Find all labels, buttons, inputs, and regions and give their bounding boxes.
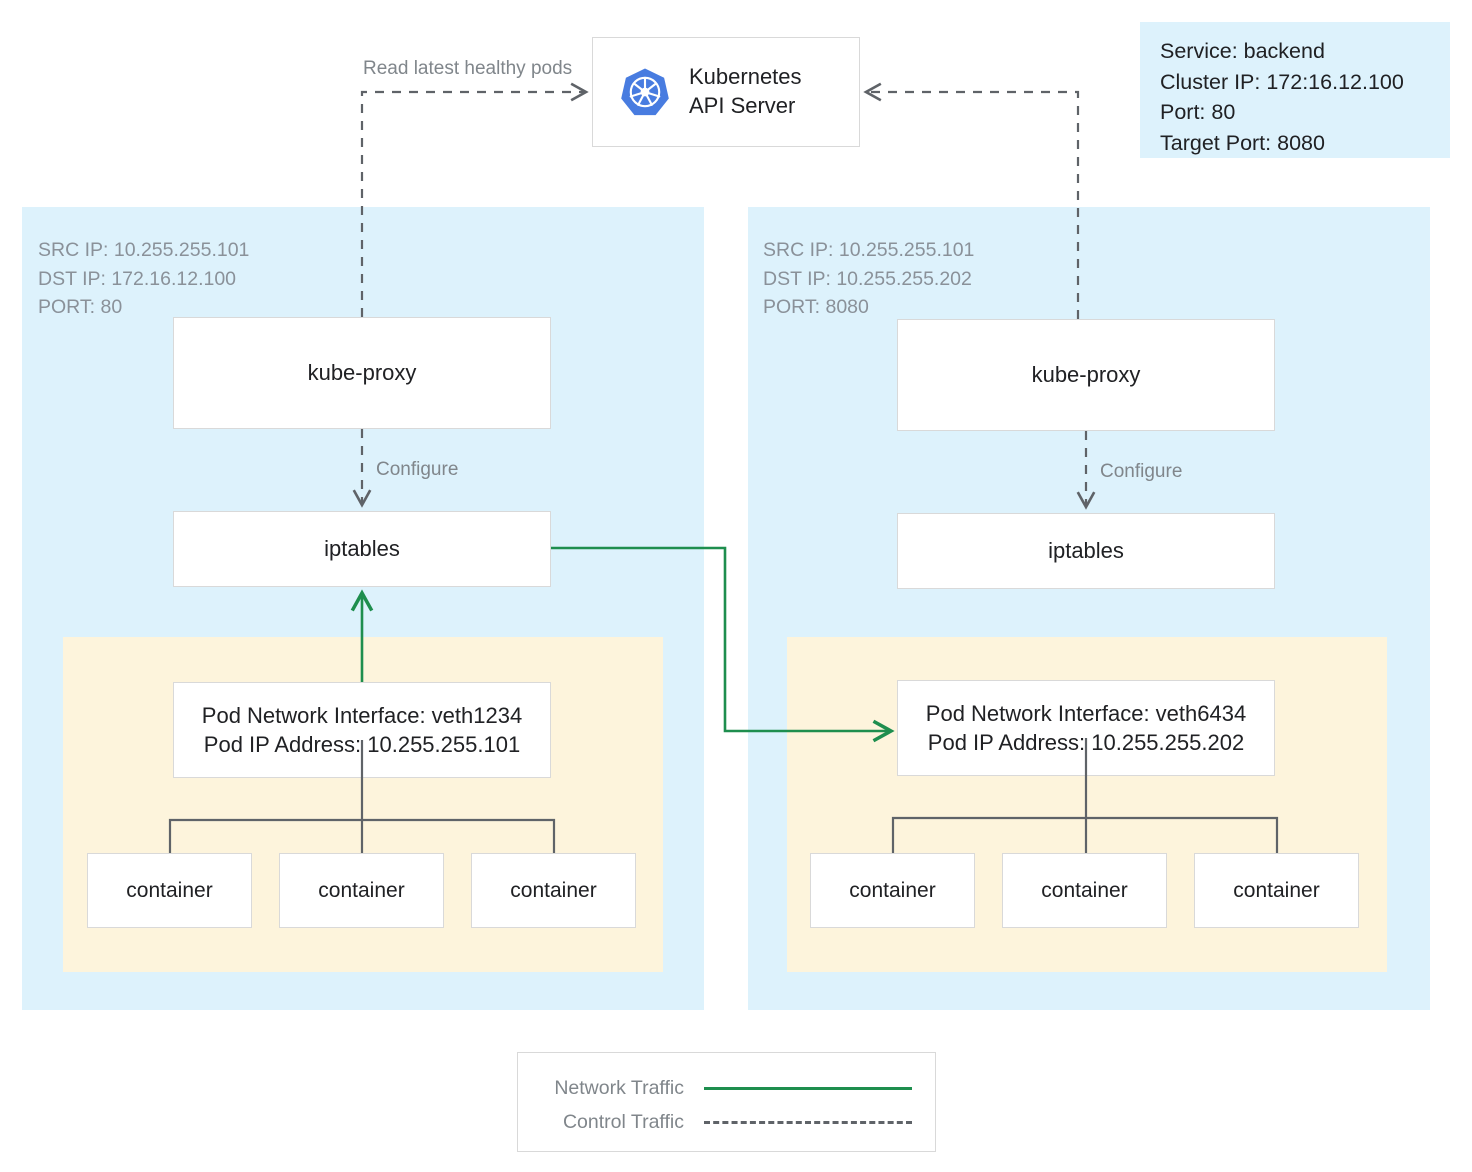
legend-box: Network Traffic Control Traffic — [517, 1052, 936, 1152]
kube-proxy-box-left[interactable]: kube-proxy — [173, 317, 551, 429]
pod-network-interface-label-left: Pod Network Interface: veth1234 Pod IP A… — [201, 702, 523, 757]
kubernetes-logo-icon — [619, 66, 671, 118]
iptables-box-left[interactable]: iptables — [173, 511, 551, 587]
legend-label-network-traffic: Network Traffic — [554, 1077, 684, 1099]
container-label: container — [1233, 878, 1320, 902]
container-box[interactable]: container — [1194, 853, 1359, 928]
pod-network-interface-box-left[interactable]: Pod Network Interface: veth1234 Pod IP A… — [173, 682, 551, 778]
configure-label-left: Configure — [376, 459, 459, 480]
legend-swatch-dashed-line — [704, 1121, 912, 1124]
container-box[interactable]: container — [87, 853, 252, 928]
packet-info-left: SRC IP: 10.255.255.101 DST IP: 172.16.12… — [38, 239, 250, 319]
container-label: container — [510, 878, 597, 902]
iptables-label-left: iptables — [324, 536, 400, 562]
kube-proxy-label-right: kube-proxy — [1031, 362, 1141, 388]
read-latest-healthy-pods-label: Read latest healthy pods — [363, 58, 573, 79]
service-info-text: Service: backend Cluster IP: 172:16.12.1… — [1160, 39, 1404, 156]
legend-swatch-solid-line — [704, 1087, 912, 1090]
legend-label-control-traffic: Control Traffic — [562, 1111, 684, 1133]
container-label: container — [318, 878, 405, 902]
service-info-box: Service: backend Cluster IP: 172:16.12.1… — [1140, 22, 1450, 158]
packet-info-right: SRC IP: 10.255.255.101 DST IP: 10.255.25… — [763, 239, 975, 319]
legend-item-control-traffic: Control Traffic — [536, 1111, 912, 1134]
api-server-label: Kubernetes API Server — [689, 64, 802, 118]
container-label: container — [849, 878, 936, 902]
container-box[interactable]: container — [471, 853, 636, 928]
configure-label-right: Configure — [1100, 461, 1183, 482]
pod-network-interface-label-right: Pod Network Interface: veth6434 Pod IP A… — [925, 700, 1247, 755]
container-box[interactable]: container — [1002, 853, 1167, 928]
container-box[interactable]: container — [279, 853, 444, 928]
kube-proxy-label-left: kube-proxy — [307, 360, 417, 386]
kubernetes-api-server-box[interactable]: Kubernetes API Server — [592, 37, 860, 147]
pod-network-interface-box-right[interactable]: Pod Network Interface: veth6434 Pod IP A… — [897, 680, 1275, 776]
container-label: container — [126, 878, 213, 902]
legend-item-network-traffic: Network Traffic — [536, 1077, 912, 1100]
iptables-box-right[interactable]: iptables — [897, 513, 1275, 589]
container-box[interactable]: container — [810, 853, 975, 928]
container-label: container — [1041, 878, 1128, 902]
iptables-label-right: iptables — [1048, 538, 1124, 564]
kube-proxy-box-right[interactable]: kube-proxy — [897, 319, 1275, 431]
